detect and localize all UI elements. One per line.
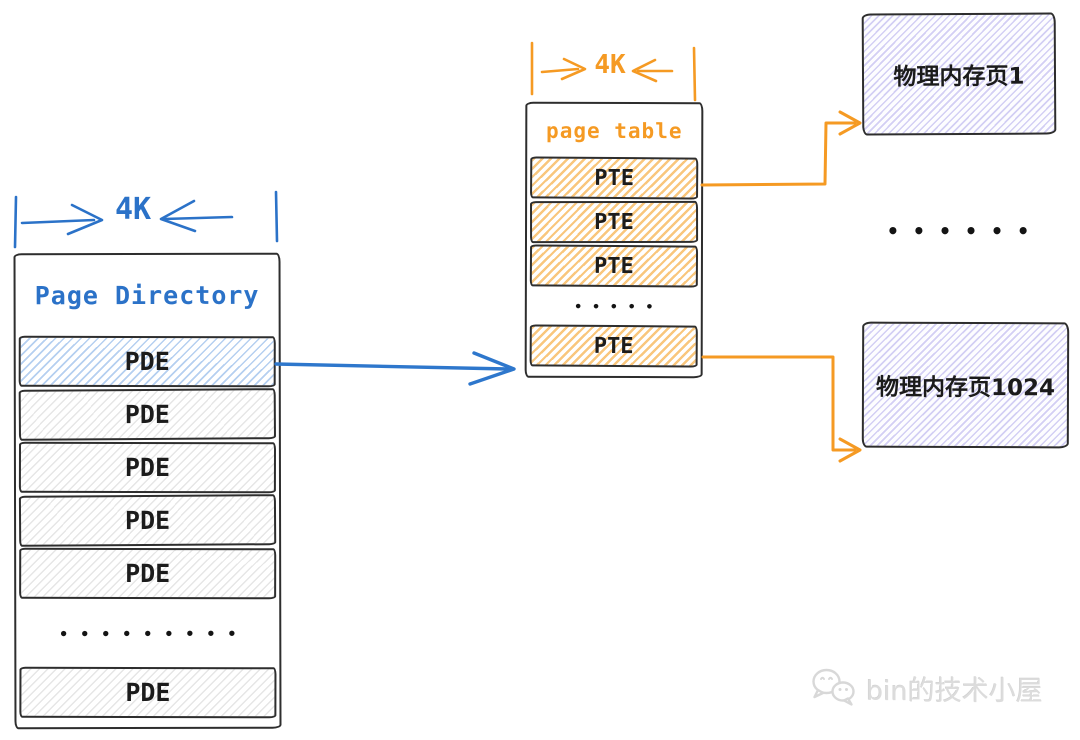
pde-to-page-table-arrow (274, 351, 516, 386)
pde-label: PDE (124, 399, 171, 430)
measure-bracket-icon (13, 190, 279, 249)
arrow-left-icon (159, 199, 197, 233)
watermark-text: bin的技术小屋 (866, 675, 1043, 707)
pte-label: PTE (594, 165, 635, 191)
page-directory-box: Page Directory PDE PDE PDE PDE PDE •••••… (13, 252, 282, 730)
physical-page-1024-label: 物理内存页1024 (875, 374, 1056, 402)
pde-row: PDE (18, 441, 277, 494)
pde-label: PDE (124, 452, 171, 483)
ellipsis-dots: •••••• (886, 219, 1044, 243)
pte-label: PTE (594, 209, 634, 235)
pde-label: PDE (125, 677, 171, 708)
pte-row: PTE (530, 200, 699, 244)
page-directory-size-label: 4K (114, 192, 152, 227)
pte-row: PTE (529, 324, 698, 368)
pte-to-physical-page-1024-arrow (701, 355, 862, 463)
arrow-left-icon (631, 58, 658, 83)
pte-row: PTE (530, 156, 699, 200)
page-table-size-label: 4K (594, 50, 626, 80)
pde-row: PDE (19, 666, 277, 719)
left-tick (13, 195, 18, 249)
pde-row-highlighted: PDE (18, 335, 276, 388)
wechat-icon (812, 668, 855, 706)
right-tick (692, 46, 697, 102)
ellipsis-dots: ••••• (574, 299, 664, 315)
pde-ellipsis-row: ••••••••• (19, 600, 277, 668)
physical-page-1-label: 物理内存页1 (893, 63, 1025, 91)
pde-row: PDE (18, 388, 277, 441)
watermark: bin的技术小屋 (810, 662, 1076, 714)
pde-label: PDE (124, 505, 171, 536)
pte-label: PTE (593, 253, 634, 279)
pte-row: PTE (529, 244, 699, 288)
arrow-right-shaft (540, 67, 580, 74)
page-directory-size-measure: 4K (8, 190, 284, 252)
pde-label: PDE (125, 558, 171, 589)
page-directory-rows: PDE PDE PDE PDE PDE ••••••••• PDE (16, 335, 280, 719)
pde-label: PDE (124, 346, 170, 377)
arrow-head-icon (838, 110, 862, 136)
page-table-title: page table (546, 118, 683, 143)
page-table-box: page table PTE PTE PTE ••••• PTE (524, 101, 704, 379)
right-tick (274, 190, 279, 243)
physical-page-1-box: 物理内存页1 (861, 12, 1057, 136)
arrow-head-icon (838, 437, 862, 463)
ellipsis-dots: ••••••••• (59, 624, 249, 644)
arrow-right-shaft (20, 218, 96, 225)
pte-label: PTE (593, 333, 634, 359)
arrow-right-icon (66, 203, 104, 236)
pde-row: PDE (18, 494, 277, 547)
page-table-size-measure: 4K (524, 38, 704, 102)
pte-ellipsis-row: ••••• (529, 288, 698, 326)
physical-page-1024-box: 物理内存页1024 (861, 321, 1070, 449)
measure-bracket-icon (530, 41, 697, 102)
page-table-rows: PTE PTE PTE ••••• PTE (527, 156, 702, 368)
arrow-head-icon (468, 351, 516, 386)
arrow-left-shaft (162, 215, 234, 221)
pde-row: PDE (19, 547, 277, 600)
page-directory-title: Page Directory (34, 280, 260, 311)
physical-pages-ellipsis: •••••• (887, 214, 1029, 248)
pte-to-physical-page-1-arrow (700, 110, 862, 187)
arrow-right-icon (560, 57, 587, 81)
